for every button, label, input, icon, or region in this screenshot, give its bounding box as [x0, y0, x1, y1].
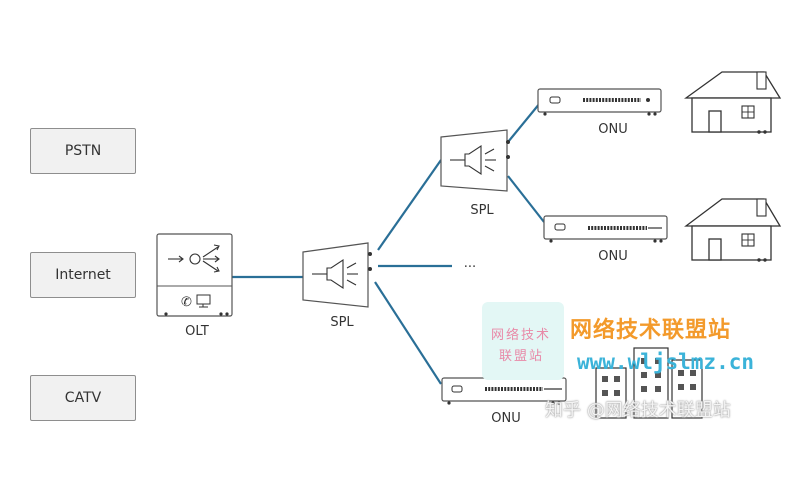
- monitor-icon: [196, 294, 211, 308]
- office-buildings-icon: [595, 347, 703, 419]
- splitter-icon: [450, 144, 496, 176]
- house-top-icon: [683, 71, 782, 134]
- watermark-zhihu: 知乎 @网络技术联盟站: [545, 400, 731, 421]
- watermark-small-line2: 联盟站: [499, 349, 545, 364]
- spl-main-label: SPL: [330, 315, 354, 330]
- onu-top-device: [537, 88, 662, 116]
- splitter-icon: [312, 258, 358, 290]
- olt-device: ✆: [156, 233, 233, 317]
- link-splbranch-onu-top: [507, 102, 541, 143]
- pstn-label: PSTN: [64, 143, 102, 159]
- ellipsis-label: ...: [463, 256, 477, 271]
- fiber-links: [232, 102, 545, 385]
- watermark-brand: 网络技术联盟站: [570, 318, 732, 343]
- onu-top-label: ONU: [598, 122, 628, 137]
- catv-label: CATV: [64, 390, 102, 406]
- onu-bottom-label: ONU: [491, 411, 521, 426]
- pstn-box: PSTN: [30, 128, 136, 174]
- internet-label: Internet: [55, 267, 111, 283]
- spl-branch-label: SPL: [470, 203, 494, 218]
- splitter-branch: [440, 129, 510, 192]
- switch-arrows-icon: [168, 244, 220, 273]
- catv-box: CATV: [30, 375, 136, 421]
- onu-mid-device: [543, 215, 668, 243]
- link-spl-onu-bottom: [374, 281, 442, 385]
- link-splbranch-onu-mid: [507, 175, 545, 223]
- internet-box: Internet: [30, 252, 136, 298]
- olt-label: OLT: [185, 324, 209, 339]
- link-spl-splbranch: [377, 159, 442, 251]
- watermark-logo-box: [482, 302, 564, 380]
- onu-mid-label: ONU: [598, 249, 628, 264]
- phone-icon: ✆: [181, 295, 192, 310]
- splitter-main: [302, 242, 372, 308]
- watermark-small-line1: 网络技术: [491, 328, 552, 343]
- watermark-url: www.wljslmz.cn: [577, 350, 755, 374]
- house-mid-icon: [684, 198, 782, 262]
